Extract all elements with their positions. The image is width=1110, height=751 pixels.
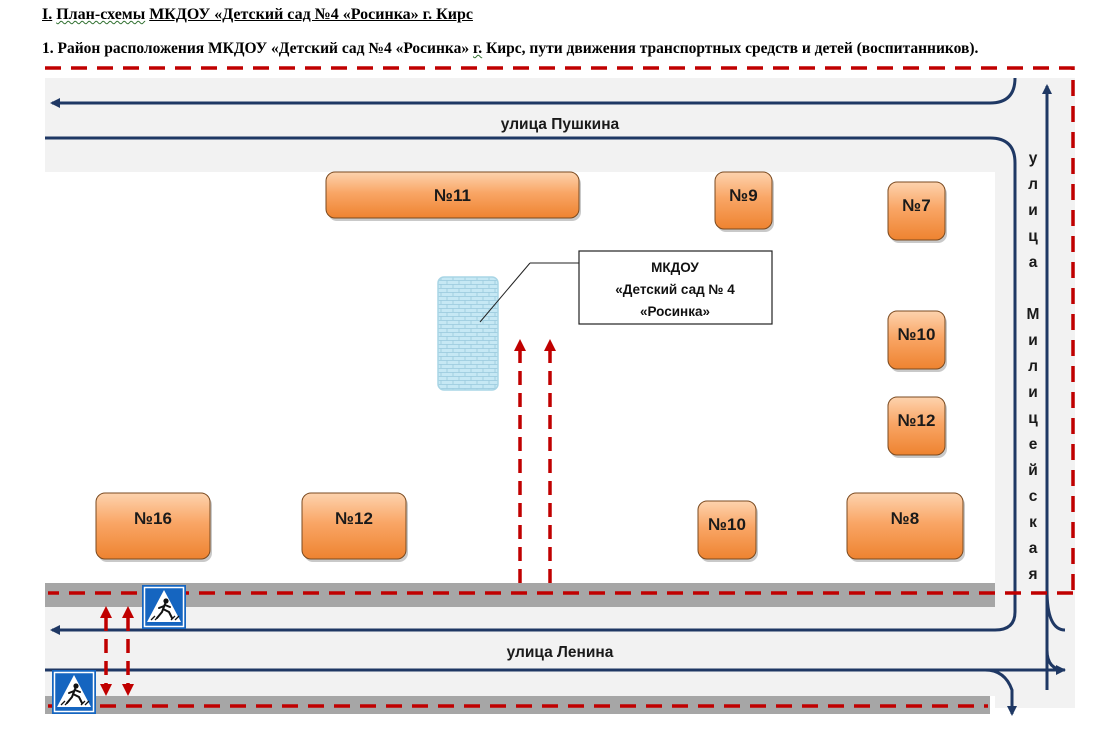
building-shape [697, 500, 757, 560]
lenina-sidewalk-north [45, 583, 995, 607]
roads [45, 78, 1075, 714]
building-shape [325, 171, 580, 219]
pedestrian-crossing-sign-icon [52, 670, 96, 714]
street-militseyskaya-letter: й [1028, 462, 1038, 479]
street-pushkina-label: улица Пушкина [501, 116, 620, 133]
street-militseyskaya-letter: с [1029, 488, 1038, 505]
kindergarten-label-line1: МКДОУ [651, 260, 699, 275]
street-militseyskaya-letter: у [1029, 150, 1038, 167]
lenina-road [45, 606, 1075, 696]
arrowhead-down-icon [122, 684, 134, 696]
building-label: №12 [335, 509, 373, 528]
building-shape [887, 181, 946, 241]
building-label: №8 [891, 509, 919, 528]
building: №10 [697, 500, 758, 562]
building-label: №11 [434, 186, 471, 205]
street-militseyskaya-letter: и [1028, 202, 1038, 219]
street-militseyskaya-letter: а [1029, 540, 1038, 557]
kindergarten-label-line3: «Росинка» [640, 304, 710, 319]
kindergarten-label-box [578, 250, 773, 325]
traffic-arrows [45, 77, 1066, 716]
street-militseyskaya-letter: к [1029, 514, 1037, 531]
title-roman: I. [42, 6, 53, 23]
kindergarten-callout-line [479, 262, 531, 323]
street-militseyskaya-letter: ц [1028, 410, 1038, 427]
subtitle-part-b: Кирс, пути движения транспортных средств… [486, 40, 979, 57]
building: №9 [714, 171, 774, 232]
militseyskaya-road [995, 78, 1075, 708]
kindergarten-label-line2: «Детский сад № 4 [615, 282, 735, 297]
building-label: №10 [898, 325, 936, 344]
building-label: №12 [898, 411, 936, 430]
building-shape [301, 492, 407, 560]
page-title: I. План-схемы МКДОУ «Детский сад №4 «Рос… [42, 6, 473, 24]
title-rest: МКДОУ «Детский сад №4 «Росинка» г. Кирс [149, 6, 473, 23]
street-militseyskaya-letter: л [1028, 358, 1038, 375]
arrowhead-up-icon [122, 606, 134, 618]
arrowhead-down-icon [100, 684, 112, 696]
street-militseyskaya-letter: е [1029, 436, 1038, 453]
subtitle-part-a: 1. Район расположения МКДОУ «Детский сад… [42, 40, 470, 57]
building: №12 [301, 492, 408, 562]
building: №10 [887, 310, 947, 372]
militseyskaya-south-curve [1045, 649, 1066, 672]
street-militseyskaya-letter: и [1028, 384, 1038, 401]
building-label: №10 [708, 515, 746, 534]
building: №16 [95, 492, 212, 562]
title-main: План-схемы [56, 6, 146, 23]
building: №11 [325, 171, 581, 221]
street-militseyskaya-letter: а [1029, 254, 1038, 271]
street-militseyskaya-letter: и [1028, 332, 1038, 349]
street-militseyskaya-letter: л [1028, 176, 1038, 193]
building-label: №9 [729, 186, 757, 205]
arrowhead-up-icon [100, 606, 112, 618]
building: №8 [846, 492, 965, 562]
building-shape [95, 492, 211, 560]
building-shape [714, 171, 773, 230]
kindergarten-building [437, 276, 499, 391]
street-militseyskaya-letter: я [1028, 566, 1037, 583]
building: №7 [887, 181, 947, 243]
street-militseyskaya-letter: ц [1028, 228, 1038, 245]
building-shape [887, 396, 946, 456]
building-label: №7 [902, 196, 930, 215]
subtitle-part-g: г. [472, 40, 483, 57]
boundary-top [45, 66, 1075, 593]
page-subtitle: 1. Район расположения МКДОУ «Детский сад… [42, 40, 978, 58]
building-shape [887, 310, 946, 370]
children-paths [104, 339, 556, 686]
street-militseyskaya-letter: М [1027, 306, 1040, 323]
buildings: №11 №9 №7 №10 №12 №16 №12 №10 №8 [95, 171, 965, 562]
militseyskaya-corner-curve [1045, 589, 1066, 632]
street-lenina-label: улица Ленина [507, 644, 614, 661]
building-label: №16 [134, 509, 172, 528]
district-boundary [45, 66, 1075, 708]
building-shape [846, 492, 964, 560]
building: №12 [887, 396, 947, 458]
pushkina-westbound-arrow-icon [50, 77, 1017, 108]
pushkina-eastbound-arrow-icon [45, 136, 1017, 635]
pedestrian-crossing-sign-icon [142, 585, 186, 629]
pushkina-road [45, 78, 1075, 172]
crossing-arrowheads [100, 606, 134, 696]
